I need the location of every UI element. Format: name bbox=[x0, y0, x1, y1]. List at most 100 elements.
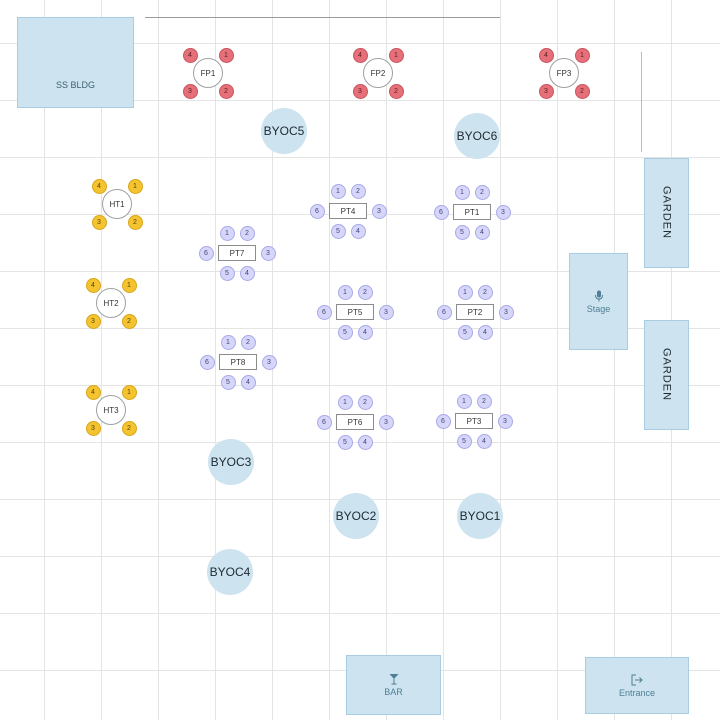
pt2-table[interactable]: PT2 bbox=[456, 304, 494, 320]
fp1-seat[interactable]: 3 bbox=[182, 83, 198, 99]
pt1-seat[interactable]: 2 bbox=[474, 184, 490, 200]
pt5-seat[interactable]: 5 bbox=[337, 324, 353, 340]
fp3-seat[interactable]: 3 bbox=[538, 83, 554, 99]
byoc6-table[interactable]: BYOC6 bbox=[454, 113, 500, 159]
pt4-seat[interactable]: 3 bbox=[371, 203, 387, 219]
byoc-label: BYOC6 bbox=[456, 129, 498, 143]
ht1-table[interactable]: HT1 bbox=[102, 189, 132, 219]
ht2-seat[interactable]: 2 bbox=[121, 313, 137, 329]
byoc4-table[interactable]: BYOC4 bbox=[207, 549, 253, 595]
pt1-seat[interactable]: 1 bbox=[454, 184, 470, 200]
pt2-seat[interactable]: 2 bbox=[477, 284, 493, 300]
fp1-table[interactable]: FP1 bbox=[193, 58, 223, 88]
pt6-seat[interactable]: 1 bbox=[337, 394, 353, 410]
entrance-area[interactable]: Entrance bbox=[585, 657, 689, 714]
pt8-seat[interactable]: 2 bbox=[240, 334, 256, 350]
pt1-seat[interactable]: 6 bbox=[433, 204, 449, 220]
pt2-seat[interactable]: 5 bbox=[457, 324, 473, 340]
fp2-table[interactable]: FP2 bbox=[363, 58, 393, 88]
pt3-seat[interactable]: 5 bbox=[456, 433, 472, 449]
pt6-seat[interactable]: 5 bbox=[337, 434, 353, 450]
byoc-label: BYOC4 bbox=[209, 565, 251, 579]
pt4-table[interactable]: PT4 bbox=[329, 203, 367, 219]
fp2-seat[interactable]: 3 bbox=[352, 83, 368, 99]
pt6-table[interactable]: PT6 bbox=[336, 414, 374, 430]
ht1-seat[interactable]: 1 bbox=[127, 178, 143, 194]
fp1-seat[interactable]: 1 bbox=[218, 47, 234, 63]
ht2-table[interactable]: HT2 bbox=[96, 288, 126, 318]
ht3-seat[interactable]: 2 bbox=[121, 420, 137, 436]
pt2-seat[interactable]: 3 bbox=[498, 304, 514, 320]
pt8-seat[interactable]: 5 bbox=[220, 374, 236, 390]
garden-area-top[interactable]: GARDEN bbox=[644, 158, 689, 268]
pt2-seat[interactable]: 1 bbox=[457, 284, 473, 300]
byoc2-table[interactable]: BYOC2 bbox=[333, 493, 379, 539]
ht3-seat[interactable]: 3 bbox=[85, 420, 101, 436]
pt2-seat[interactable]: 4 bbox=[477, 324, 493, 340]
pt8-seat[interactable]: 1 bbox=[220, 334, 236, 350]
pt6-seat[interactable]: 4 bbox=[357, 434, 373, 450]
fp3-seat[interactable]: 2 bbox=[574, 83, 590, 99]
pt7-seat[interactable]: 6 bbox=[198, 245, 214, 261]
garden-area-bottom[interactable]: GARDEN bbox=[644, 320, 689, 430]
pt3-seat[interactable]: 2 bbox=[476, 393, 492, 409]
pt3-seat[interactable]: 4 bbox=[476, 433, 492, 449]
byoc3-table[interactable]: BYOC3 bbox=[208, 439, 254, 485]
pt4-seat[interactable]: 2 bbox=[350, 183, 366, 199]
ht3-seat[interactable]: 1 bbox=[121, 384, 137, 400]
fp2-seat[interactable]: 1 bbox=[388, 47, 404, 63]
pt7-seat[interactable]: 5 bbox=[219, 265, 235, 281]
pt3-seat[interactable]: 3 bbox=[497, 413, 513, 429]
pt7-seat[interactable]: 2 bbox=[239, 225, 255, 241]
pt5-seat[interactable]: 2 bbox=[357, 284, 373, 300]
ht1-seat[interactable]: 4 bbox=[91, 178, 107, 194]
pt6-seat[interactable]: 6 bbox=[316, 414, 332, 430]
pt6-seat[interactable]: 2 bbox=[357, 394, 373, 410]
bar-area[interactable]: BAR bbox=[346, 655, 441, 715]
ht1-seat[interactable]: 2 bbox=[127, 214, 143, 230]
ht3-table[interactable]: HT3 bbox=[96, 395, 126, 425]
pt4-seat[interactable]: 6 bbox=[309, 203, 325, 219]
pt7-table[interactable]: PT7 bbox=[218, 245, 256, 261]
fp1-seat[interactable]: 4 bbox=[182, 47, 198, 63]
pt3-table[interactable]: PT3 bbox=[455, 413, 493, 429]
fp3-table[interactable]: FP3 bbox=[549, 58, 579, 88]
byoc1-table[interactable]: BYOC1 bbox=[457, 493, 503, 539]
ht2-seat[interactable]: 4 bbox=[85, 277, 101, 293]
fp3-seat[interactable]: 1 bbox=[574, 47, 590, 63]
pt4-seat[interactable]: 4 bbox=[350, 223, 366, 239]
pt5-table[interactable]: PT5 bbox=[336, 304, 374, 320]
pt7-seat[interactable]: 4 bbox=[239, 265, 255, 281]
stage-area[interactable]: Stage bbox=[569, 253, 628, 350]
pt7-seat[interactable]: 1 bbox=[219, 225, 235, 241]
ht3-seat[interactable]: 4 bbox=[85, 384, 101, 400]
ht2-seat[interactable]: 3 bbox=[85, 313, 101, 329]
pt5-seat[interactable]: 1 bbox=[337, 284, 353, 300]
byoc5-table[interactable]: BYOC5 bbox=[261, 108, 307, 154]
pt1-seat[interactable]: 4 bbox=[474, 224, 490, 240]
pt1-seat[interactable]: 3 bbox=[495, 204, 511, 220]
fp3-seat[interactable]: 4 bbox=[538, 47, 554, 63]
pt8-seat[interactable]: 6 bbox=[199, 354, 215, 370]
fp2-seat[interactable]: 2 bbox=[388, 83, 404, 99]
pt3-seat[interactable]: 1 bbox=[456, 393, 472, 409]
pt2-seat[interactable]: 6 bbox=[436, 304, 452, 320]
pt8-table[interactable]: PT8 bbox=[219, 354, 257, 370]
pt7-seat[interactable]: 3 bbox=[260, 245, 276, 261]
pt3-seat[interactable]: 6 bbox=[435, 413, 451, 429]
pt8-seat[interactable]: 4 bbox=[240, 374, 256, 390]
fp1-seat[interactable]: 2 bbox=[218, 83, 234, 99]
ht1-seat[interactable]: 3 bbox=[91, 214, 107, 230]
pt6-seat[interactable]: 3 bbox=[378, 414, 394, 430]
fp2-seat[interactable]: 4 bbox=[352, 47, 368, 63]
pt8-seat[interactable]: 3 bbox=[261, 354, 277, 370]
pt4-seat[interactable]: 5 bbox=[330, 223, 346, 239]
pt5-seat[interactable]: 4 bbox=[357, 324, 373, 340]
ht2-seat[interactable]: 1 bbox=[121, 277, 137, 293]
pt1-seat[interactable]: 5 bbox=[454, 224, 470, 240]
pt1-table[interactable]: PT1 bbox=[453, 204, 491, 220]
ss-bldg-area[interactable]: SS BLDG bbox=[17, 17, 134, 108]
pt5-seat[interactable]: 6 bbox=[316, 304, 332, 320]
pt5-seat[interactable]: 3 bbox=[378, 304, 394, 320]
pt4-seat[interactable]: 1 bbox=[330, 183, 346, 199]
